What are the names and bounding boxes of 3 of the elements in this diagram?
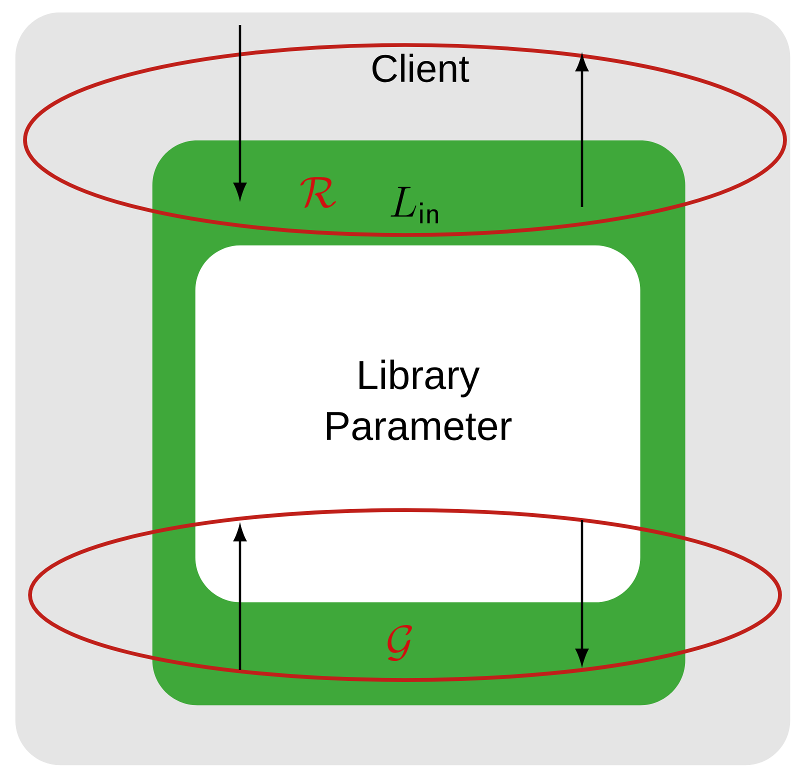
math-symbol: $\mathcal{R}$: [300, 177, 336, 208]
parameter-box: Library Parameter: [195, 245, 640, 602]
math-symbol: $\mathcal{G}$: [388, 625, 412, 662]
